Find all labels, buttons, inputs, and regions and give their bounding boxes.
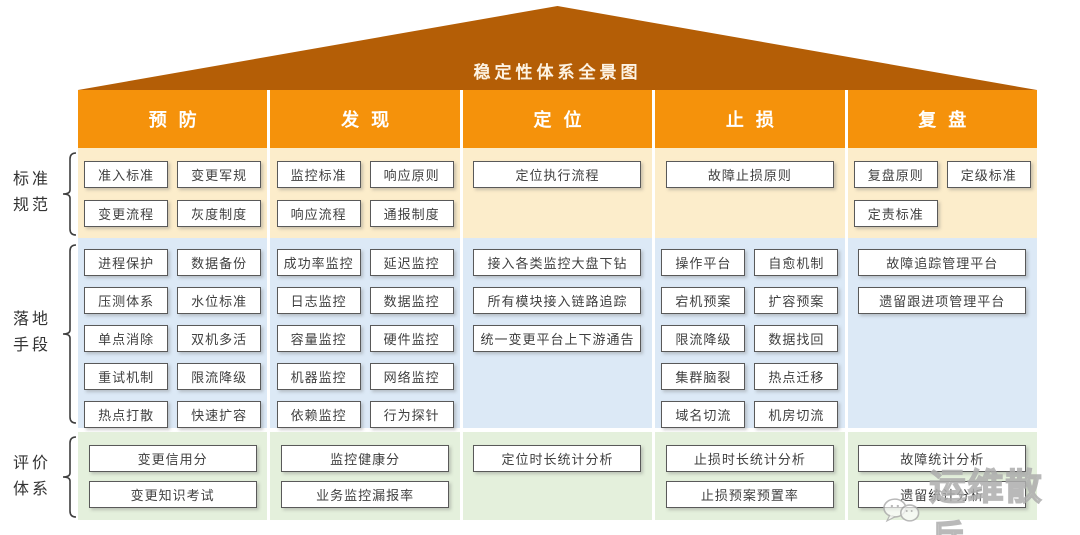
row-label-line: 落地 <box>12 309 51 328</box>
item-box: 定级标准 <box>946 161 1031 188</box>
bracket-evaluation <box>62 436 77 518</box>
item-box: 统一变更平台上下游通告 <box>473 325 642 352</box>
item-box: 所有模块接入链路追踪 <box>473 287 642 314</box>
item-box: 操作平台 <box>661 249 746 276</box>
item-box: 复盘原则 <box>853 161 938 188</box>
item-box: 响应原则 <box>369 161 454 188</box>
item-box: 故障止损原则 <box>665 161 834 188</box>
item-box: 延迟监控 <box>369 249 454 276</box>
item-box: 扩容预案 <box>754 287 839 314</box>
column-headers: 预防 发现 定位 止损 复盘 <box>78 90 1037 148</box>
item-box: 变更知识考试 <box>88 481 257 508</box>
item-box: 机房切流 <box>754 401 839 428</box>
location-evaluation: 定位时长统计分析 <box>462 432 653 520</box>
column-header-location: 定位 <box>462 90 653 148</box>
item-box: 定责标准 <box>853 200 938 227</box>
item-box: 热点打散 <box>84 401 169 428</box>
column-header-detection: 发现 <box>270 90 460 148</box>
bracket-methods <box>62 244 77 424</box>
item-box: 容量监控 <box>276 325 361 352</box>
item-box: 行为探针 <box>369 401 454 428</box>
item-box: 水位标准 <box>177 287 262 314</box>
band-standards: 准入标准 变更军规 变更流程 灰度制度 监控标准 响应原则 响应流程 通报制度 … <box>78 148 1037 238</box>
location-methods: 接入各类监控大盘下钻 所有模块接入链路追踪 统一变更平台上下游通告 <box>462 238 653 428</box>
item-box: 单点消除 <box>84 325 169 352</box>
item-box: 遗留跟进项管理平台 <box>858 287 1027 314</box>
row-label-line: 评价 <box>12 453 51 472</box>
item-box: 业务监控漏报率 <box>281 481 450 508</box>
item-box: 数据备份 <box>177 249 262 276</box>
item-box: 日志监控 <box>276 287 361 314</box>
item-box: 快速扩容 <box>177 401 262 428</box>
item-box: 双机多活 <box>177 325 262 352</box>
detection-standards: 监控标准 响应原则 响应流程 通报制度 <box>270 148 460 238</box>
item-box: 准入标准 <box>84 161 169 188</box>
item-box: 域名切流 <box>661 401 746 428</box>
item-box: 变更军规 <box>177 161 262 188</box>
stoploss-methods: 操作平台 自愈机制 宕机预案 扩容预案 限流降级 数据找回 集群脑裂 热点迁移 … <box>655 238 845 428</box>
detection-methods: 成功率监控 延迟监控 日志监控 数据监控 容量监控 硬件监控 机器监控 网络监控… <box>270 238 460 428</box>
band-evaluation: 变更信用分 变更知识考试 监控健康分 业务监控漏报率 定位时长统计分析 止损时长… <box>78 432 1037 520</box>
review-standards: 复盘原则 定级标准 定责标准 <box>847 148 1037 238</box>
bracket-standards <box>62 152 77 236</box>
review-methods: 故障追踪管理平台 遗留跟进项管理平台 <box>847 238 1037 428</box>
row-label-line: 标准 <box>12 169 51 188</box>
column-header-stoploss: 止损 <box>655 90 845 148</box>
stoploss-standards: 故障止损原则 <box>655 148 845 238</box>
item-box: 限流降级 <box>177 363 262 390</box>
band-methods: 进程保护 数据备份 压测体系 水位标准 单点消除 双机多活 重试机制 限流降级 … <box>78 238 1037 428</box>
item-box: 依赖监控 <box>276 401 361 428</box>
item-box: 成功率监控 <box>276 249 361 276</box>
prevention-evaluation: 变更信用分 变更知识考试 <box>78 432 268 520</box>
item-box: 监控标准 <box>276 161 361 188</box>
item-box: 宕机预案 <box>661 287 746 314</box>
row-label-line: 手段 <box>12 335 51 355</box>
detection-evaluation: 监控健康分 业务监控漏报率 <box>270 432 460 520</box>
item-box: 数据找回 <box>754 325 839 352</box>
item-box: 故障追踪管理平台 <box>858 249 1027 276</box>
item-box: 网络监控 <box>369 363 454 390</box>
stoploss-evaluation: 止损时长统计分析 止损预案预置率 <box>655 432 845 520</box>
diagram-title: 稳定性体系全景图 <box>473 63 642 83</box>
item-box: 热点迁移 <box>754 363 839 390</box>
row-label-methods: 落地 手段 <box>6 306 58 359</box>
location-standards: 定位执行流程 <box>462 148 653 238</box>
item-box: 进程保护 <box>84 249 169 276</box>
item-box: 接入各类监控大盘下钻 <box>473 249 642 276</box>
item-box: 故障统计分析 <box>858 445 1027 472</box>
prevention-methods: 进程保护 数据备份 压测体系 水位标准 单点消除 双机多活 重试机制 限流降级 … <box>78 238 268 428</box>
item-box: 响应流程 <box>276 200 361 227</box>
review-evaluation: 故障统计分析 遗留统计分析 <box>847 432 1037 520</box>
item-box: 止损预案预置率 <box>665 481 834 508</box>
item-box: 自愈机制 <box>754 249 839 276</box>
item-box: 监控健康分 <box>281 445 450 472</box>
item-box: 数据监控 <box>369 287 454 314</box>
item-box: 灰度制度 <box>177 200 262 227</box>
item-box: 限流降级 <box>661 325 746 352</box>
row-label-evaluation: 评价 体系 <box>6 450 58 503</box>
item-box: 定位执行流程 <box>473 161 642 188</box>
item-box: 止损时长统计分析 <box>665 445 834 472</box>
prevention-standards: 准入标准 变更军规 变更流程 灰度制度 <box>78 148 268 238</box>
item-box: 遗留统计分析 <box>858 481 1027 508</box>
item-box: 机器监控 <box>276 363 361 390</box>
item-box: 定位时长统计分析 <box>473 445 642 472</box>
column-header-prevention: 预防 <box>78 90 268 148</box>
item-box: 压测体系 <box>84 287 169 314</box>
item-box: 变更流程 <box>84 200 169 227</box>
row-label-line: 体系 <box>12 479 51 499</box>
item-box: 变更信用分 <box>88 445 257 472</box>
row-label-standards: 标准 规范 <box>6 166 58 219</box>
item-box: 通报制度 <box>369 200 454 227</box>
item-box: 重试机制 <box>84 363 169 390</box>
item-box: 硬件监控 <box>369 325 454 352</box>
row-label-line: 规范 <box>12 195 51 215</box>
column-header-review: 复盘 <box>847 90 1037 148</box>
item-box: 集群脑裂 <box>661 363 746 390</box>
